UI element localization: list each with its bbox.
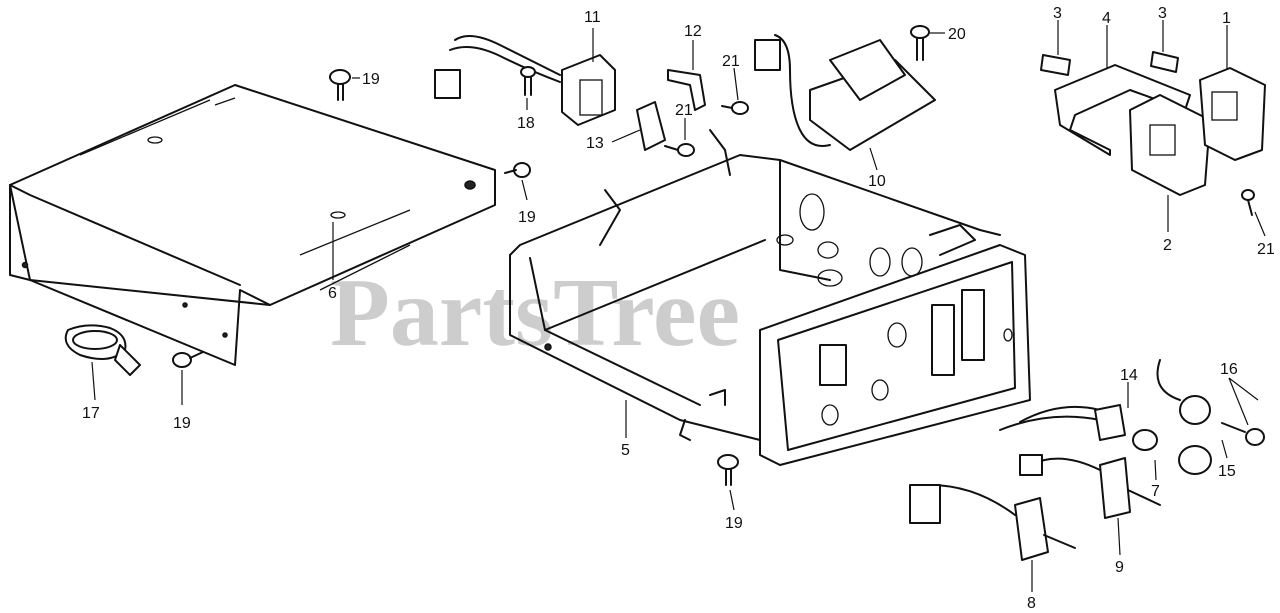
part-3-tab-a[interactable] <box>1040 54 1071 76</box>
callout-20: 20 <box>948 26 966 43</box>
part-8-toggle-switch[interactable] <box>909 484 1076 561</box>
callout-21: 21 <box>1257 241 1275 258</box>
part-7-knob[interactable] <box>1178 445 1212 475</box>
callout-15: 15 <box>1218 463 1236 480</box>
callout-17: 17 <box>82 405 100 422</box>
callout-19: 19 <box>173 415 191 432</box>
part-14-switch-assembly[interactable] <box>999 404 1158 451</box>
part-5-chassis[interactable] <box>509 129 1031 466</box>
callout-labels: 19 19 19 19 17 6 5 11 18 12 13 21 21 21 … <box>82 5 1275 612</box>
part-18-grommet[interactable] <box>520 66 536 96</box>
part-19-screw-b[interactable] <box>504 162 531 178</box>
callout-5: 5 <box>621 442 630 459</box>
part-19-screw-c[interactable] <box>172 351 204 368</box>
callout-21: 21 <box>675 102 693 119</box>
part-3-tab-b[interactable] <box>1150 51 1179 73</box>
callout-4: 4 <box>1102 10 1111 27</box>
part-9-toggle-switch[interactable] <box>1019 454 1161 519</box>
callout-12: 12 <box>684 23 702 40</box>
callout-11: 11 <box>584 9 601 26</box>
callout-21: 21 <box>722 53 740 70</box>
part-17-clamp[interactable] <box>64 324 141 376</box>
callout-14: 14 <box>1120 367 1138 384</box>
part-2-unit[interactable] <box>1129 94 1211 196</box>
callout-1: 1 <box>1222 10 1231 27</box>
callout-2: 2 <box>1163 237 1172 254</box>
part-21-screw-c[interactable] <box>1241 189 1255 216</box>
callout-8: 8 <box>1027 595 1036 612</box>
callout-19: 19 <box>362 71 380 88</box>
part-16-knob[interactable] <box>1156 359 1265 446</box>
part-1-unit[interactable] <box>1199 67 1266 161</box>
part-12-bracket[interactable] <box>667 69 706 111</box>
part-6-cover[interactable] <box>9 84 496 366</box>
part-4-bracket[interactable] <box>1054 64 1191 156</box>
callout-3: 3 <box>1158 5 1167 22</box>
callout-3: 3 <box>1053 5 1062 22</box>
part-19-screw-a[interactable] <box>329 69 351 101</box>
callout-9: 9 <box>1115 559 1124 576</box>
part-21-screw-a[interactable] <box>664 143 695 157</box>
callout-16: 16 <box>1220 361 1238 378</box>
callout-19: 19 <box>725 515 743 532</box>
part-21-screw-b[interactable] <box>721 101 749 115</box>
callout-18: 18 <box>517 115 535 132</box>
part-13-plate[interactable] <box>636 101 666 151</box>
part-10-module[interactable] <box>754 34 936 151</box>
callout-13: 13 <box>586 135 604 152</box>
callout-19: 19 <box>518 209 536 226</box>
part-15-screw[interactable] <box>1221 422 1246 433</box>
callout-10: 10 <box>868 173 886 190</box>
part-11-relay[interactable] <box>434 35 616 126</box>
part-19-screw-d[interactable] <box>717 454 739 486</box>
leader-lines <box>91 20 1266 592</box>
callout-6: 6 <box>328 285 337 302</box>
part-20-screw[interactable] <box>910 25 930 61</box>
callout-7: 7 <box>1151 483 1160 500</box>
